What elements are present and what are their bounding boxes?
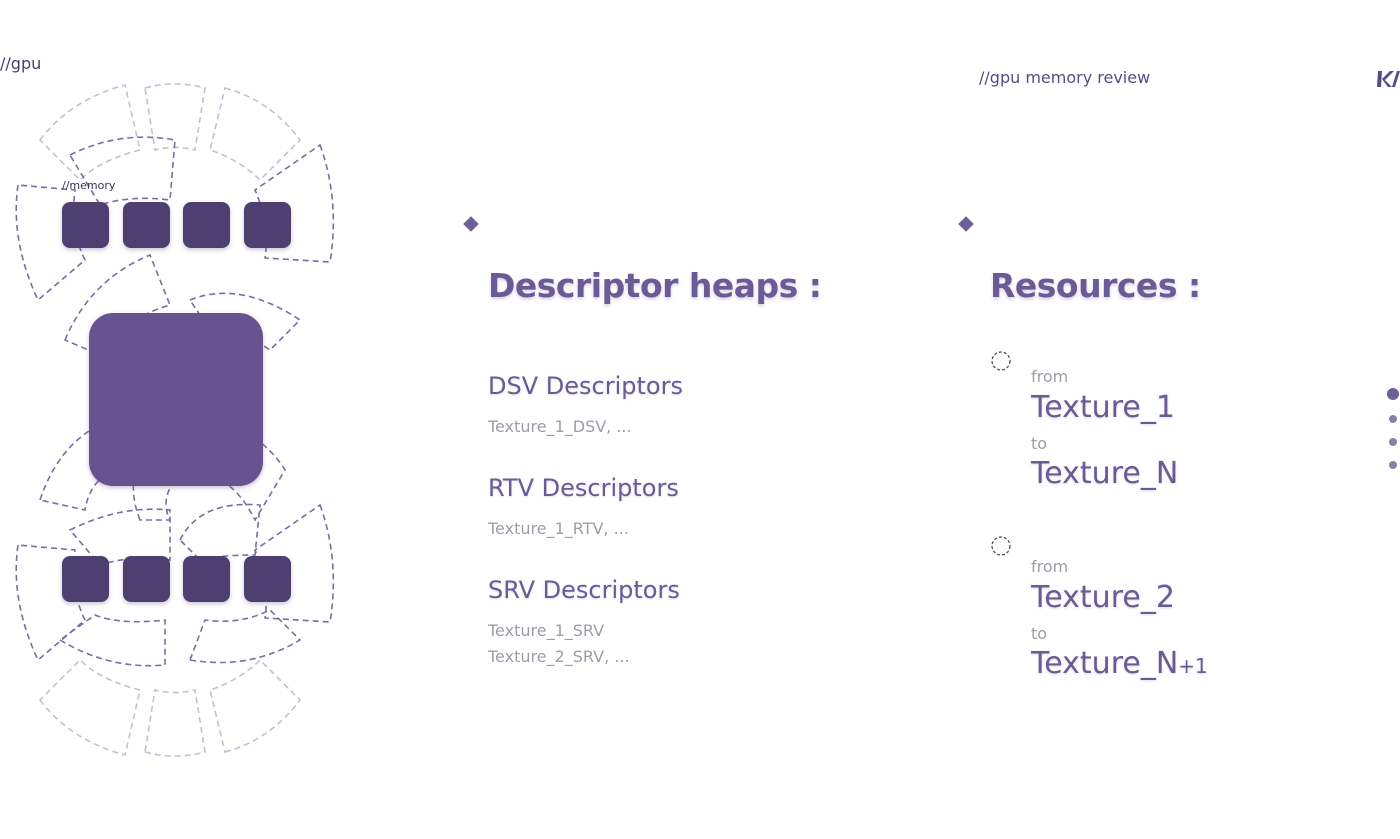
- range-from-label: from: [1031, 557, 1069, 576]
- gpu-core: [89, 313, 263, 486]
- memory-chip: [123, 556, 170, 602]
- range-start: Texture_1: [1031, 390, 1175, 425]
- range-to-label: to: [1031, 434, 1048, 453]
- range-end: Texture_N: [1031, 456, 1179, 491]
- heaps-title: Descriptor heaps :: [488, 266, 822, 305]
- junction-resources: [958, 216, 974, 232]
- resource-bullet-2: [991, 536, 1011, 556]
- page-dot[interactable]: [1389, 415, 1397, 423]
- gpu-label: //gpu: [0, 54, 42, 73]
- memory-chip: [123, 202, 170, 248]
- dsv-item: Texture_1_DSV, ...: [488, 417, 632, 436]
- resource-bullet-1: [991, 351, 1011, 371]
- range-to-label: to: [1031, 624, 1048, 643]
- memory-chip: [183, 556, 230, 602]
- page-title: //gpu memory review: [979, 68, 1151, 87]
- srv-item-1: Texture_1_SRV: [488, 621, 605, 640]
- page-dot[interactable]: [1389, 438, 1397, 446]
- memory-chip: [244, 556, 291, 602]
- page-dot[interactable]: [1389, 461, 1397, 469]
- srv-item-2: Texture_2_SRV, ...: [488, 647, 630, 666]
- memory-chip: [62, 556, 109, 602]
- pagination: [1386, 388, 1400, 478]
- memory-chip: [183, 202, 230, 248]
- junction-heaps: [463, 216, 479, 232]
- range-end: Texture_N+1: [1031, 646, 1208, 681]
- memory-chip: [62, 202, 109, 248]
- rtv-item: Texture_1_RTV, ...: [488, 519, 629, 538]
- range-start: Texture_2: [1031, 580, 1175, 615]
- dsv-title: DSV Descriptors: [488, 372, 683, 400]
- memory-label: //memory: [62, 179, 116, 192]
- memory-chip: [244, 202, 291, 248]
- rtv-title: RTV Descriptors: [488, 474, 679, 502]
- logo-icon: [1377, 71, 1400, 87]
- page-dot-active[interactable]: [1387, 388, 1399, 400]
- srv-title: SRV Descriptors: [488, 576, 680, 604]
- resources-title: Resources :: [990, 266, 1201, 305]
- range-from-label: from: [1031, 367, 1069, 386]
